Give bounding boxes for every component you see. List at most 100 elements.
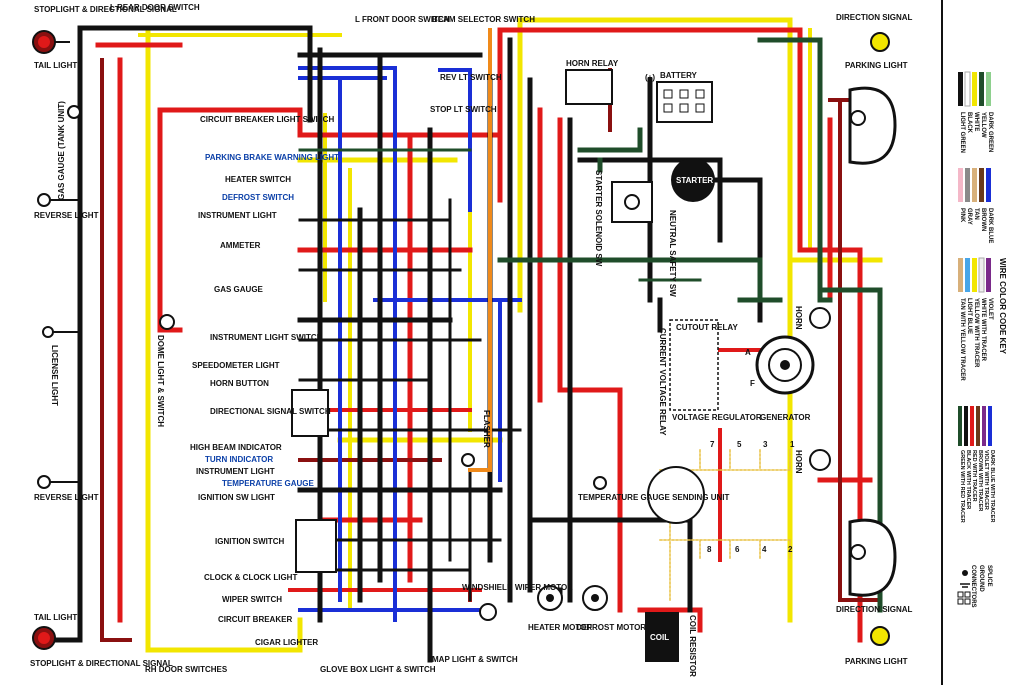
label-pin-3: 3 bbox=[763, 440, 768, 449]
label-windshield-wiper: WINDSHIELD WIPER MOTOR bbox=[462, 583, 573, 592]
label-flasher: FLASHER bbox=[482, 410, 491, 448]
key-group3-item-3: LIGHT BLUE bbox=[966, 298, 972, 334]
key-group3-item-2: YELLOW WITH TRACER bbox=[973, 298, 979, 368]
label-map-light: MAP LIGHT & SWITCH bbox=[432, 655, 518, 664]
label-parking-brake: PARKING BRAKE WARNING LIGHT bbox=[205, 153, 339, 162]
label-instrument-light-switch: INSTRUMENT LIGHT SWITCH bbox=[210, 333, 323, 342]
tail-light-top bbox=[32, 30, 70, 54]
wire-yellow-2 bbox=[138, 28, 812, 612]
label-directional-signal-switch: DIRECTIONAL SIGNAL SWITCH bbox=[210, 407, 331, 416]
battery bbox=[656, 81, 713, 123]
label-temp-sending: TEMPERATURE GAUGE SENDING UNIT bbox=[578, 493, 730, 502]
starter-solenoid bbox=[611, 181, 653, 223]
ground-icon bbox=[960, 583, 970, 588]
key-swatches-1 bbox=[958, 71, 991, 107]
label-instrument-light: INSTRUMENT LIGHT bbox=[198, 211, 277, 220]
key-group1-item-3: DARK GREEN bbox=[987, 112, 993, 152]
key-group1-item-4: LIGHT GREEN bbox=[959, 112, 965, 153]
label-glove-box: GLOVE BOX LIGHT & SWITCH bbox=[320, 665, 436, 674]
label-pin-5: 5 bbox=[737, 440, 742, 449]
label-defrost-motor: DEFROST MOTOR bbox=[576, 623, 646, 632]
headlamp-top bbox=[848, 86, 897, 165]
key-group4-item-3: RED WITH TRACER bbox=[971, 450, 977, 502]
label-ignition-sw-light: IGNITION SW LIGHT bbox=[198, 493, 275, 502]
key-group4-item-0: DARK BLUE WITH TRACER bbox=[989, 450, 995, 522]
key-group4-item-2: BROWN WITH TRACER bbox=[977, 450, 983, 511]
coil bbox=[645, 612, 679, 662]
ignition-switch-body bbox=[295, 519, 337, 573]
wire-tan bbox=[659, 449, 791, 601]
label-l-rear-door: L REAR DOOR SWITCH bbox=[110, 3, 200, 12]
key-group3-item-4: TAN WITH YELLOW TRACER bbox=[959, 298, 965, 381]
dome-light bbox=[159, 314, 175, 330]
generator bbox=[755, 335, 815, 395]
key-ground: GROUND bbox=[978, 565, 984, 592]
label-heater-switch: HEATER SWITCH bbox=[225, 175, 291, 184]
label-beam-selector: BEAM SELECTOR SWITCH bbox=[432, 15, 535, 24]
wire-dark-green-2 bbox=[298, 148, 702, 282]
distributor bbox=[647, 466, 705, 524]
label-cutout-relay: CUTOUT RELAY bbox=[676, 323, 738, 332]
label-coil: COIL bbox=[650, 633, 669, 642]
label-horn-button: HORN BUTTON bbox=[210, 379, 269, 388]
label-stoplight-dir-top: STOPLIGHT & DIRECTIONAL SIGNAL bbox=[34, 5, 177, 14]
horn-top bbox=[809, 307, 831, 329]
key-group3-item-1: WHITE WITH TRACER bbox=[980, 298, 986, 362]
key-group2-item-3: GRAY bbox=[966, 208, 972, 225]
label-voltage-regulator: VOLTAGE REGULATOR bbox=[672, 413, 762, 422]
key-title: WIRE COLOR CODE KEY bbox=[998, 258, 1007, 355]
key-group2-item-0: DARK BLUE bbox=[987, 208, 993, 243]
label-pin-2: 2 bbox=[788, 545, 793, 554]
key-group3-item-0: VIOLET bbox=[987, 298, 993, 320]
label-l-front-door: L FRONT DOOR SWITCH bbox=[355, 15, 450, 24]
label-horn-top: HORN bbox=[794, 306, 803, 330]
label-ignition-switch: IGNITION SWITCH bbox=[215, 537, 285, 546]
label-circuit-breaker-light: CIRCUIT BREAKER LIGHT SWITCH bbox=[200, 115, 334, 124]
wire-black bbox=[37, 25, 763, 663]
starter bbox=[671, 158, 715, 202]
label-parking-light-bottom: PARKING LIGHT bbox=[845, 657, 908, 666]
temp-sending-unit bbox=[593, 476, 607, 490]
key-group4-item-4: BLACK WITH TRACER bbox=[965, 450, 971, 509]
label-rh-door: RH DOOR SWITCHES bbox=[145, 665, 228, 674]
reverse-light-top bbox=[37, 193, 80, 207]
label-speedometer-light: SPEEDOMETER LIGHT bbox=[192, 361, 280, 370]
label-direction-signal-top: DIRECTION SIGNAL bbox=[836, 13, 913, 22]
directional-signal-switch-body bbox=[291, 389, 329, 437]
label-starter-solenoid: STARTER SOLENOID SW bbox=[594, 170, 603, 267]
label-direction-signal-bottom: DIRECTION SIGNAL bbox=[836, 605, 913, 614]
label-license-light: LICENSE LIGHT bbox=[50, 345, 59, 406]
label-temperature-gauge: TEMPERATURE GAUGE bbox=[222, 479, 315, 488]
heater-motor bbox=[537, 585, 563, 611]
label-parking-light-top: PARKING LIGHT bbox=[845, 61, 908, 70]
key-swatches-4 bbox=[958, 406, 992, 446]
tail-light-bottom bbox=[32, 626, 56, 650]
label-reg-a: A bbox=[745, 348, 751, 357]
direction-signal-bottom bbox=[870, 626, 890, 646]
label-high-beam: HIGH BEAM INDICATOR bbox=[190, 443, 282, 452]
label-heater-motor: HEATER MOTOR bbox=[528, 623, 592, 632]
license-light bbox=[42, 326, 80, 338]
wire-color-key: WIRE COLOR CODE KEY BLACK WHITE YELLOW D… bbox=[941, 0, 1007, 685]
label-tail-light-top: TAIL LIGHT bbox=[34, 61, 77, 70]
label-horn-bottom: HORN bbox=[794, 450, 803, 474]
label-neutral-safety: NEUTRAL SAFETY SW bbox=[668, 210, 677, 297]
key-group4-item-1: VIOLET WITH TRACER bbox=[983, 450, 989, 510]
splice-icon bbox=[962, 570, 968, 576]
label-reverse-light-bottom: REVERSE LIGHT bbox=[34, 493, 99, 502]
key-swatches-2 bbox=[958, 168, 991, 202]
key-group1-item-2: YELLOW bbox=[980, 112, 986, 138]
label-starter: STARTER bbox=[676, 176, 713, 185]
horn-relay bbox=[565, 69, 613, 105]
label-reverse-light-top: REVERSE LIGHT bbox=[34, 211, 99, 220]
wire-harness bbox=[37, 17, 883, 663]
label-stop-lt-switch: STOP LT SWITCH bbox=[430, 105, 497, 114]
label-turn-indicator: TURN INDICATOR bbox=[205, 455, 273, 464]
label-pin-7: 7 bbox=[710, 440, 715, 449]
label-ammeter: AMMETER bbox=[220, 241, 261, 250]
key-connectors: CONNECTORS bbox=[970, 565, 976, 608]
wire-red bbox=[95, 27, 873, 643]
wire-black-2 bbox=[298, 198, 522, 602]
